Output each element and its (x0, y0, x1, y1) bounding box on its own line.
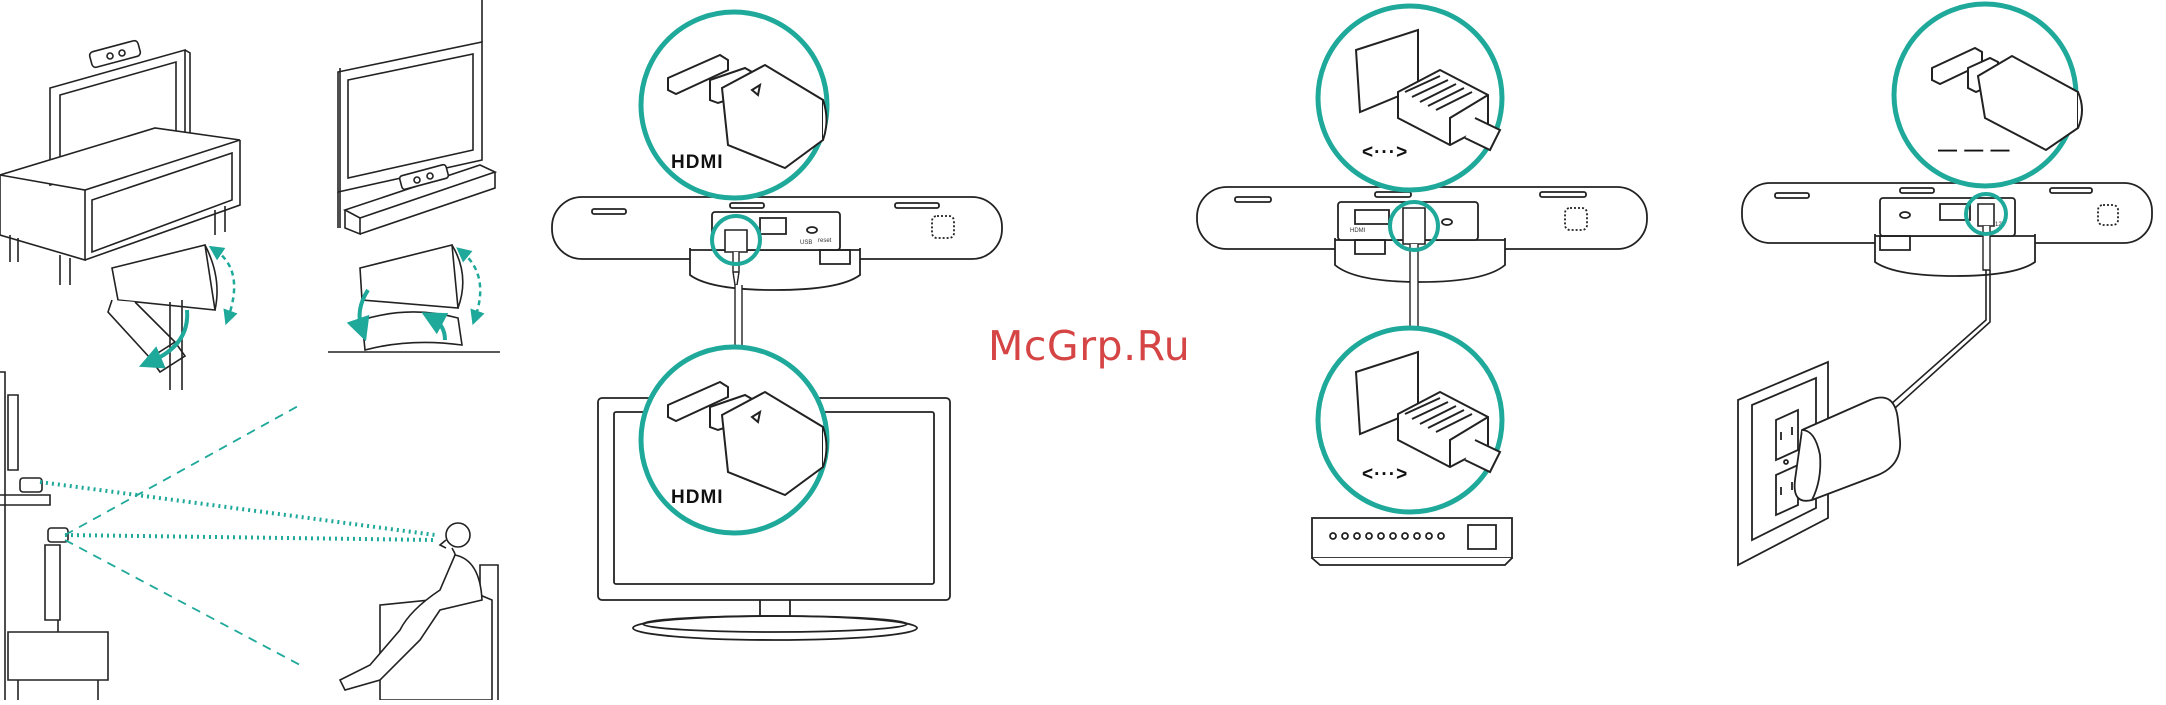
port-hdmi-label: HDMI (1350, 228, 1366, 234)
panel-hdmi-connection: USB reset HDMI (552, 12, 1002, 640)
hdmi-zoom-top: HDMI (641, 12, 827, 198)
panel-mount-on-shelf (338, 0, 495, 234)
camera-bar-power (1742, 183, 2152, 276)
ethernet-label-top: <···> (1362, 142, 1408, 163)
hdmi-zoom-bottom: HDMI (641, 347, 827, 533)
hdmi-label-top: HDMI (671, 152, 724, 173)
network-router (1312, 518, 1512, 565)
hdmi-label-bottom: HDMI (671, 487, 724, 508)
tilt-arrow-icon (215, 250, 234, 318)
dc-power-label: — — — (1938, 140, 2011, 161)
camera-bar-hdmi (552, 197, 1002, 290)
port-reset-label: reset (818, 238, 832, 244)
tilt-detail-front (108, 245, 217, 390)
ethernet-zoom-top: <···> (1318, 6, 1502, 190)
sight-lines (40, 405, 435, 665)
panel-viewing-angle (0, 372, 498, 700)
tilt-arrow-icon (462, 252, 480, 318)
panel-ethernet-connection: HDMI <···> <···> (1197, 6, 1647, 565)
panel-power-connection: 12V — — — (1738, 4, 2152, 565)
tilt-detail-shelf (328, 245, 500, 352)
ethernet-label-bottom: <···> (1362, 464, 1408, 485)
port-usb-label: USB (800, 240, 812, 246)
ethernet-zoom-bottom: <···> (1318, 328, 1502, 512)
watermark-text: McGrp.Ru (988, 322, 1190, 370)
power-zoom-top: — — — (1894, 4, 2082, 186)
